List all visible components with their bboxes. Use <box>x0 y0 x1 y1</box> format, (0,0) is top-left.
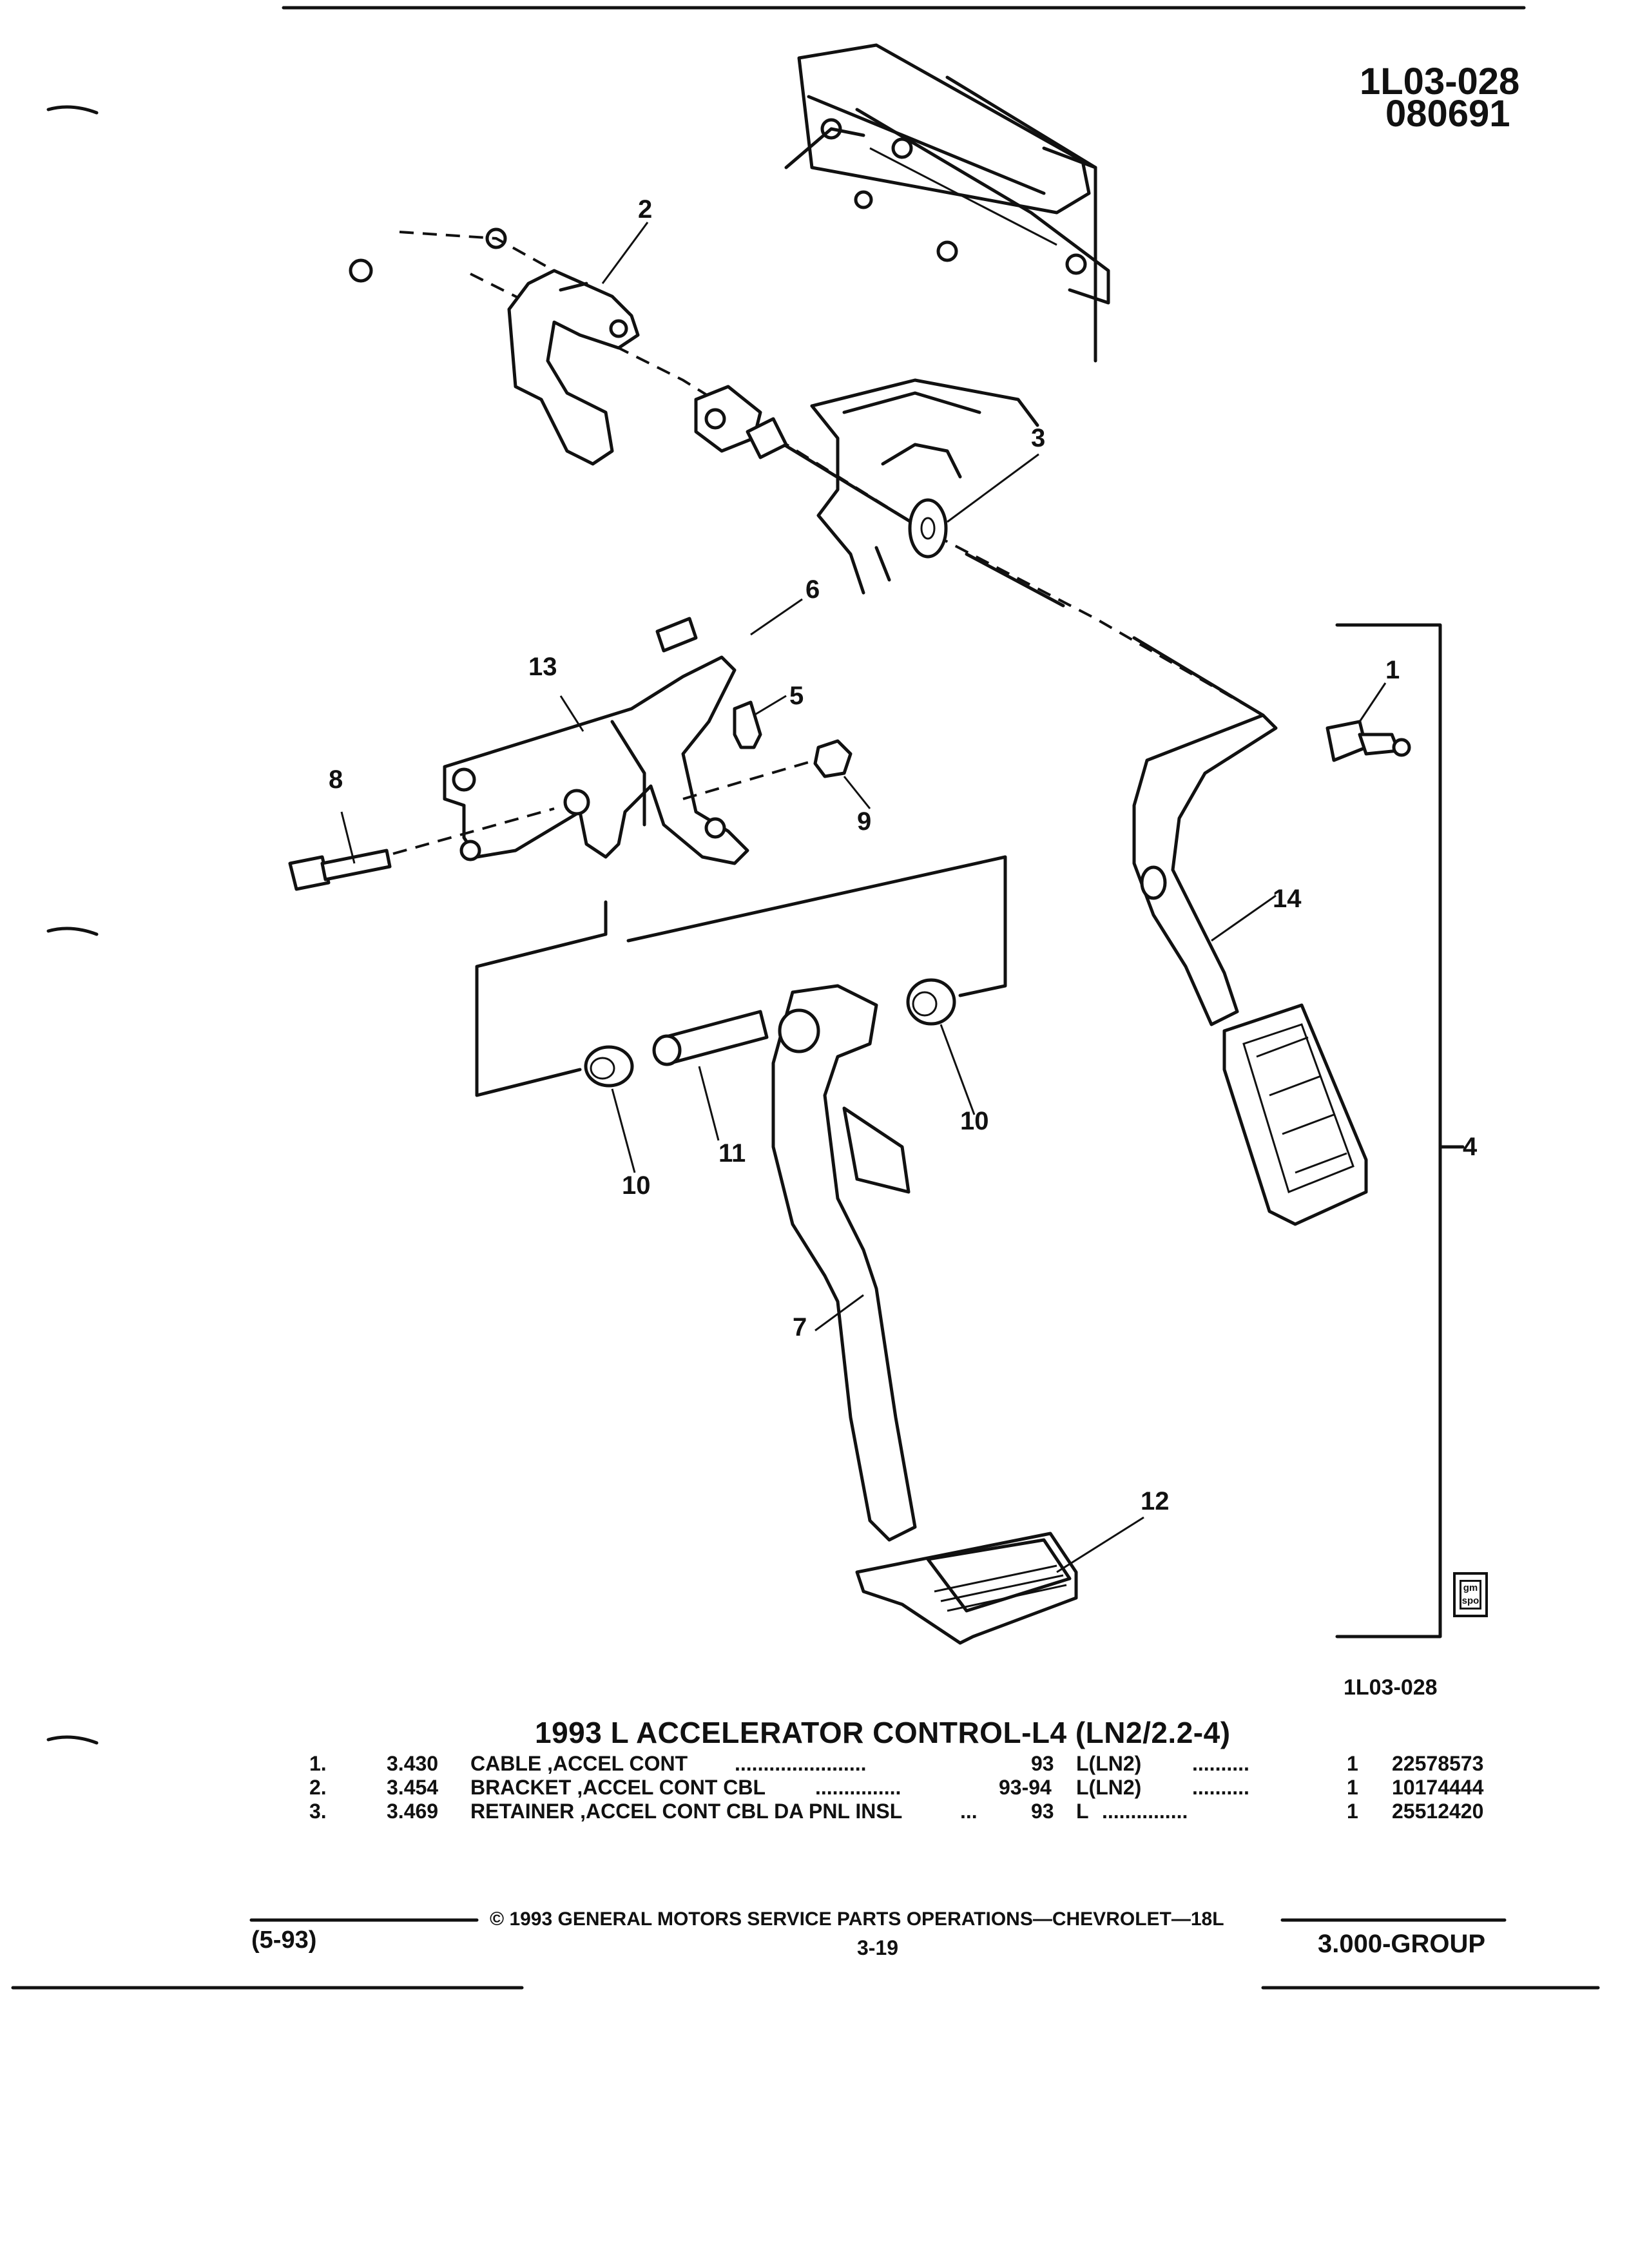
part-code: 3.430 <box>387 1752 439 1775</box>
part-number: 22578573 <box>1392 1752 1484 1775</box>
parts-table-title: 1993 L ACCELERATOR CONTROL-L4 (LN2/2.2-4… <box>535 1716 1231 1749</box>
part-usage-leader: ............... <box>1102 1800 1188 1823</box>
footer-copyright: © 1993 GENERAL MOTORS SERVICE PARTS OPER… <box>490 1908 1224 1930</box>
callout-11: 11 <box>718 1139 746 1168</box>
footer-date: (5-93) <box>251 1927 317 1954</box>
part-code: 3.469 <box>387 1800 439 1823</box>
part-year: 93-94 <box>999 1776 1052 1799</box>
throttle-body-assembly <box>784 43 1110 363</box>
pedal-bolt <box>288 807 555 891</box>
callout-13: 13 <box>528 653 557 681</box>
header-ref-code: 1L03-028 <box>1360 61 1520 102</box>
callout-3: 3 <box>1031 424 1046 452</box>
callout-leaders <box>340 222 1387 1573</box>
part-usage: L(LN2) <box>1076 1752 1142 1775</box>
brake-pedal <box>771 984 1078 1645</box>
part-usage-leader: .......... <box>1192 1776 1249 1799</box>
part-leader: ............... <box>815 1776 901 1799</box>
gmspo-logo-text: gm spo <box>1460 1580 1481 1610</box>
part-index: 3. <box>309 1800 327 1823</box>
cable-retainer <box>908 498 948 559</box>
assembly-bracket <box>1335 623 1442 1639</box>
callout-6: 6 <box>805 575 820 604</box>
callout-4: 4 <box>1463 1133 1478 1161</box>
callout-12: 12 <box>1141 1487 1170 1515</box>
callout-1: 1 <box>1385 656 1400 684</box>
callout-8: 8 <box>329 765 343 794</box>
dash-panel <box>810 378 1039 595</box>
gmspo-logo: gm spo <box>1453 1572 1488 1617</box>
margin-mark <box>46 105 99 115</box>
part-number: 25512420 <box>1392 1800 1484 1823</box>
bolt-5 <box>733 700 762 749</box>
part-name: BRACKET ,ACCEL CONT CBL <box>470 1776 766 1799</box>
part-year: 93 <box>1031 1752 1054 1775</box>
part-code: 3.454 <box>387 1776 439 1799</box>
callout-14: 14 <box>1273 885 1302 913</box>
part-number: 10174444 <box>1392 1776 1484 1799</box>
footer-page-number: 3-19 <box>857 1936 899 1959</box>
part-leader: ... <box>960 1800 978 1823</box>
parts-row: 2. 3.454 BRACKET ,ACCEL CONT CBL .......… <box>303 1773 1514 1802</box>
part-usage: L(LN2) <box>1076 1776 1142 1799</box>
part-usage-leader: .......... <box>1192 1752 1249 1775</box>
callout-5: 5 <box>789 682 804 710</box>
part-index: 1. <box>309 1752 327 1775</box>
part-index: 2. <box>309 1776 327 1799</box>
header-date-code: 080691 <box>1385 93 1510 135</box>
part-qty: 1 <box>1347 1776 1358 1799</box>
part-year: 93 <box>1031 1800 1054 1823</box>
diagram-ref-code: 1L03-028 <box>1344 1675 1438 1700</box>
part-name: CABLE ,ACCEL CONT <box>470 1752 688 1775</box>
accelerator-pedal <box>1132 713 1368 1226</box>
part-name: RETAINER ,ACCEL CONT CBL DA PNL INSL <box>470 1800 903 1823</box>
callout-10a: 10 <box>622 1171 651 1200</box>
callout-2: 2 <box>638 195 653 224</box>
cable-bracket <box>349 227 640 466</box>
inset-frame <box>475 855 1007 1097</box>
parts-row: 3. 3.469 RETAINER ,ACCEL CONT CBL DA PNL… <box>303 1797 1514 1825</box>
part-leader: ....................... <box>735 1752 867 1775</box>
pedal-bushings <box>584 978 956 1088</box>
parts-row: 1. 3.430 CABLE ,ACCEL CONT .............… <box>303 1749 1514 1778</box>
margin-mark <box>46 1735 99 1745</box>
callout-9: 9 <box>857 807 872 836</box>
callout-7: 7 <box>793 1313 807 1341</box>
part-qty: 1 <box>1347 1752 1358 1775</box>
footer-group: 3.000-GROUP <box>1318 1930 1486 1958</box>
clip-6 <box>655 617 698 653</box>
margin-mark <box>46 927 99 936</box>
cable-fitting <box>694 385 788 459</box>
part-qty: 1 <box>1347 1800 1358 1823</box>
cable-end-fitting <box>1325 720 1411 762</box>
part-usage: L <box>1076 1800 1089 1823</box>
callout-10b: 10 <box>960 1107 989 1135</box>
nut-9 <box>813 739 853 778</box>
pedal-bracket <box>443 655 749 865</box>
